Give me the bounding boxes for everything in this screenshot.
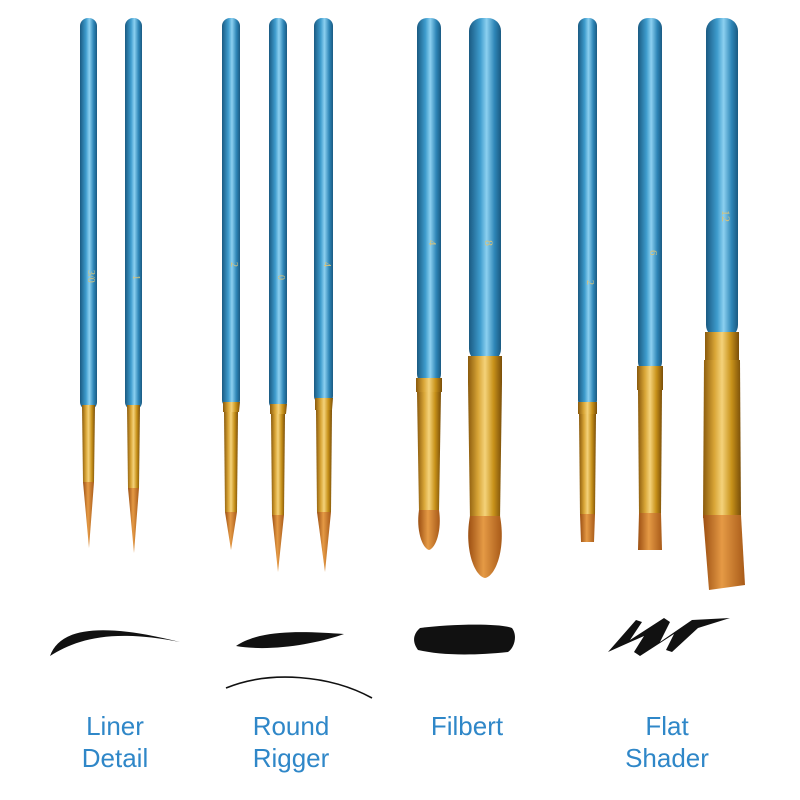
- stroke-flat-shader: [608, 618, 730, 656]
- size-mark: 4: [321, 262, 332, 267]
- size-mark: 1: [130, 275, 141, 280]
- label-line: Flat: [645, 711, 689, 741]
- size-mark: 0: [275, 275, 286, 280]
- label-line: Filbert: [430, 711, 504, 741]
- size-mark: 4: [426, 240, 438, 246]
- brush-liner-3-0: 3/0: [80, 18, 97, 548]
- size-mark: 6: [647, 250, 659, 256]
- brush-round-4: 4: [314, 18, 333, 572]
- label-line: Shader: [625, 743, 709, 773]
- label-filbert: Filbert: [392, 710, 542, 742]
- size-mark: 2: [584, 280, 595, 285]
- brush-flat-2: 2: [578, 18, 597, 542]
- brush-round-2: 2: [222, 18, 240, 550]
- label-round-rigger: Round Rigger: [216, 710, 366, 774]
- size-mark: 3/0: [85, 270, 96, 283]
- label-flat-shader: Flat Shader: [592, 710, 742, 774]
- label-line: Rigger: [252, 743, 330, 773]
- label-line: Detail: [81, 743, 149, 773]
- brush-flat-12: 12: [703, 18, 745, 590]
- brush-filbert-8: 8: [468, 18, 502, 578]
- size-mark: 2: [228, 262, 239, 267]
- label-line: Round: [252, 711, 330, 741]
- stroke-round-rigger: [225, 632, 373, 699]
- label-line: Liner: [86, 711, 144, 741]
- brush-liner-1: 1: [125, 18, 142, 553]
- stroke-liner-detail: [50, 630, 180, 656]
- size-mark: 12: [719, 210, 733, 222]
- brush-flat-6: 6: [637, 18, 663, 550]
- label-liner-detail: Liner Detail: [40, 710, 190, 774]
- stroke-filbert: [414, 624, 515, 655]
- brush-filbert-4: 4: [416, 18, 442, 550]
- size-mark: 8: [482, 240, 496, 246]
- brush-round-0: 0: [269, 18, 287, 572]
